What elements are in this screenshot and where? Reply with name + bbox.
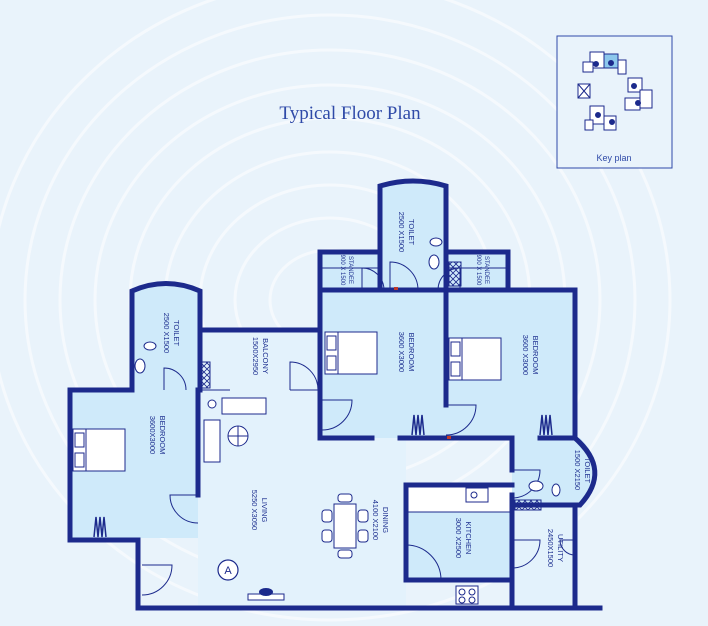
label-balcony: BALCONY 1500X2950 bbox=[251, 337, 270, 375]
shafts bbox=[199, 261, 542, 511]
svg-text:1500X2950: 1500X2950 bbox=[251, 337, 260, 375]
label-standee-left: STANDEE 900 X 1500 bbox=[339, 255, 353, 286]
kitchen-fixtures bbox=[455, 487, 489, 605]
svg-text:5250 X3050: 5250 X3050 bbox=[250, 490, 259, 530]
label-utility: UTILITY 2450X1500 bbox=[546, 529, 565, 567]
svg-text:BALCONY: BALCONY bbox=[261, 338, 270, 374]
room-labels: TOILET 2500 X1500 STANDEE 900 X 1500 STA… bbox=[148, 212, 592, 567]
entrance-letter: A bbox=[224, 565, 232, 577]
label-kitchen: KITCHEN 3000 X2500 bbox=[454, 518, 473, 558]
svg-text:900 X 1500: 900 X 1500 bbox=[475, 255, 481, 286]
key-plan-drawing bbox=[577, 51, 653, 131]
svg-text:LIVING: LIVING bbox=[260, 498, 269, 523]
label-bedroom-center: BEDROOM 3600 X3000 bbox=[397, 332, 416, 372]
svg-text:4100 X2100: 4100 X2100 bbox=[371, 500, 380, 540]
bed-left bbox=[72, 428, 126, 472]
wardrobes bbox=[93, 414, 553, 538]
svg-text:KITCHEN: KITCHEN bbox=[464, 522, 473, 555]
svg-text:BEDROOM: BEDROOM bbox=[407, 333, 416, 372]
svg-text:3600X3000: 3600X3000 bbox=[148, 416, 157, 454]
dining-table bbox=[321, 493, 369, 559]
svg-text:2500 X1500: 2500 X1500 bbox=[162, 313, 171, 353]
svg-text:1500 X2150: 1500 X2150 bbox=[573, 450, 582, 490]
svg-text:3600 X3000: 3600 X3000 bbox=[397, 332, 406, 372]
bed-right bbox=[448, 337, 502, 381]
label-standee-right: STANDEE 900 X 1500 bbox=[475, 255, 489, 286]
svg-text:3600 X3000: 3600 X3000 bbox=[521, 335, 530, 375]
svg-text:BEDROOM: BEDROOM bbox=[158, 416, 167, 455]
wc-top bbox=[428, 254, 440, 270]
label-toilet-left: TOILET 2500 X1500 bbox=[162, 313, 181, 353]
key-plan: Key plan bbox=[556, 35, 673, 169]
key-plan-caption: Key plan bbox=[596, 153, 631, 163]
room-fills bbox=[70, 181, 596, 608]
svg-text:BEDROOM: BEDROOM bbox=[531, 336, 540, 375]
sofa-top bbox=[221, 397, 267, 415]
beds bbox=[72, 331, 502, 472]
label-bedroom-left: BEDROOM 3600X3000 bbox=[148, 416, 167, 455]
toilet-fixtures bbox=[134, 237, 561, 497]
living-furniture bbox=[203, 397, 285, 601]
basin-top bbox=[429, 237, 443, 247]
svg-text:TOILET: TOILET bbox=[407, 219, 416, 246]
svg-text:3000 X2500: 3000 X2500 bbox=[454, 518, 463, 558]
svg-text:DINING: DINING bbox=[381, 507, 390, 533]
svg-text:UTILITY: UTILITY bbox=[556, 534, 565, 562]
entrance-marker: A bbox=[217, 559, 239, 581]
label-living: LIVING 5250 X3050 bbox=[250, 490, 269, 530]
basin-left bbox=[143, 341, 157, 351]
label-toilet-top: TOILET 2500 X1500 bbox=[397, 212, 416, 252]
thin-lines bbox=[200, 267, 512, 513]
label-dining: DINING 4100 X2100 bbox=[371, 500, 390, 540]
svg-text:900 X 1500: 900 X 1500 bbox=[339, 255, 345, 286]
svg-text:2450X1500: 2450X1500 bbox=[546, 529, 555, 567]
basin-right bbox=[551, 483, 561, 497]
svg-text:STANDEE: STANDEE bbox=[347, 256, 353, 284]
label-bedroom-right: BEDROOM 3600 X3000 bbox=[521, 335, 540, 375]
svg-text:TOILET: TOILET bbox=[172, 320, 181, 347]
stove bbox=[455, 585, 479, 605]
wc-left bbox=[134, 358, 146, 374]
sofa-side bbox=[203, 419, 221, 463]
label-toilet-right: TOILET 1500 X2150 bbox=[573, 450, 592, 490]
wc-right bbox=[528, 480, 544, 492]
lamp bbox=[207, 399, 217, 409]
door-markers bbox=[394, 287, 451, 439]
svg-text:TOILET: TOILET bbox=[583, 457, 592, 484]
svg-text:2500 X1500: 2500 X1500 bbox=[397, 212, 406, 252]
plan-title: Typical Floor Plan bbox=[279, 103, 421, 124]
bed-center bbox=[324, 331, 378, 375]
svg-text:STANDEE: STANDEE bbox=[483, 256, 489, 284]
